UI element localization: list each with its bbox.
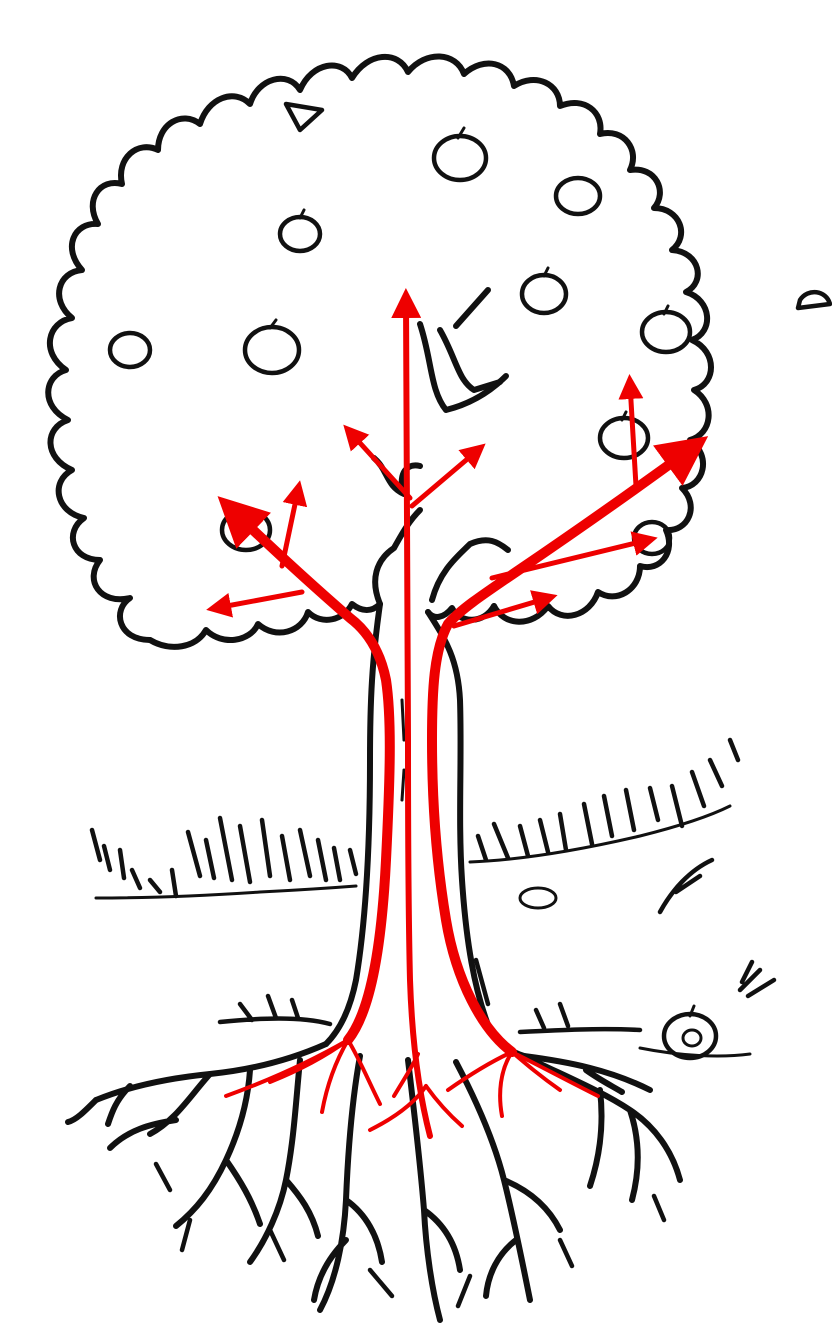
grass-left xyxy=(92,818,356,896)
flow-root-center-b xyxy=(426,1086,462,1126)
apple xyxy=(280,210,320,251)
apple-on-ground xyxy=(520,888,556,908)
grass-tuft-right xyxy=(660,860,774,996)
apple xyxy=(634,522,670,554)
flow-arrow-right-apple xyxy=(630,384,636,486)
apple xyxy=(556,178,600,214)
branch xyxy=(375,510,420,604)
root xyxy=(176,1070,260,1226)
branches xyxy=(374,290,508,604)
branch xyxy=(420,324,506,410)
root xyxy=(250,1060,318,1262)
branch xyxy=(456,290,488,326)
root xyxy=(456,1062,560,1300)
apple xyxy=(522,268,566,313)
grass-left-base xyxy=(96,886,356,898)
grass-right-base xyxy=(470,806,730,862)
flow-root-right-b xyxy=(500,1052,512,1116)
apple xyxy=(642,306,690,352)
apple xyxy=(434,128,486,180)
canopy-notch-right xyxy=(798,292,830,308)
apple xyxy=(600,412,648,458)
flow-arrow-right-mid xyxy=(492,540,648,578)
roots xyxy=(68,1044,680,1320)
ground-line-far-right xyxy=(640,1048,750,1056)
flow-arrow-branch-upper-left xyxy=(350,432,410,498)
flow-arrow-left-up xyxy=(282,490,298,566)
apple xyxy=(245,320,299,373)
trunk-right-edge xyxy=(428,612,524,1056)
trunk-texture xyxy=(402,700,404,800)
branch xyxy=(440,330,500,390)
apple xyxy=(110,333,150,367)
canopy-notch-top-left xyxy=(286,104,322,130)
ground-line-left xyxy=(220,996,330,1024)
ground-line-right xyxy=(476,960,640,1032)
flow-arrow-left-out xyxy=(216,592,302,608)
apple-on-ground xyxy=(664,1006,716,1058)
root xyxy=(110,1074,210,1148)
flow-arrow-trunk-left xyxy=(232,510,390,1040)
flow-arrow-branch-upper-right xyxy=(412,450,478,506)
flow-arrows xyxy=(216,300,692,1136)
flow-arrow-trunk-center xyxy=(406,300,430,1136)
